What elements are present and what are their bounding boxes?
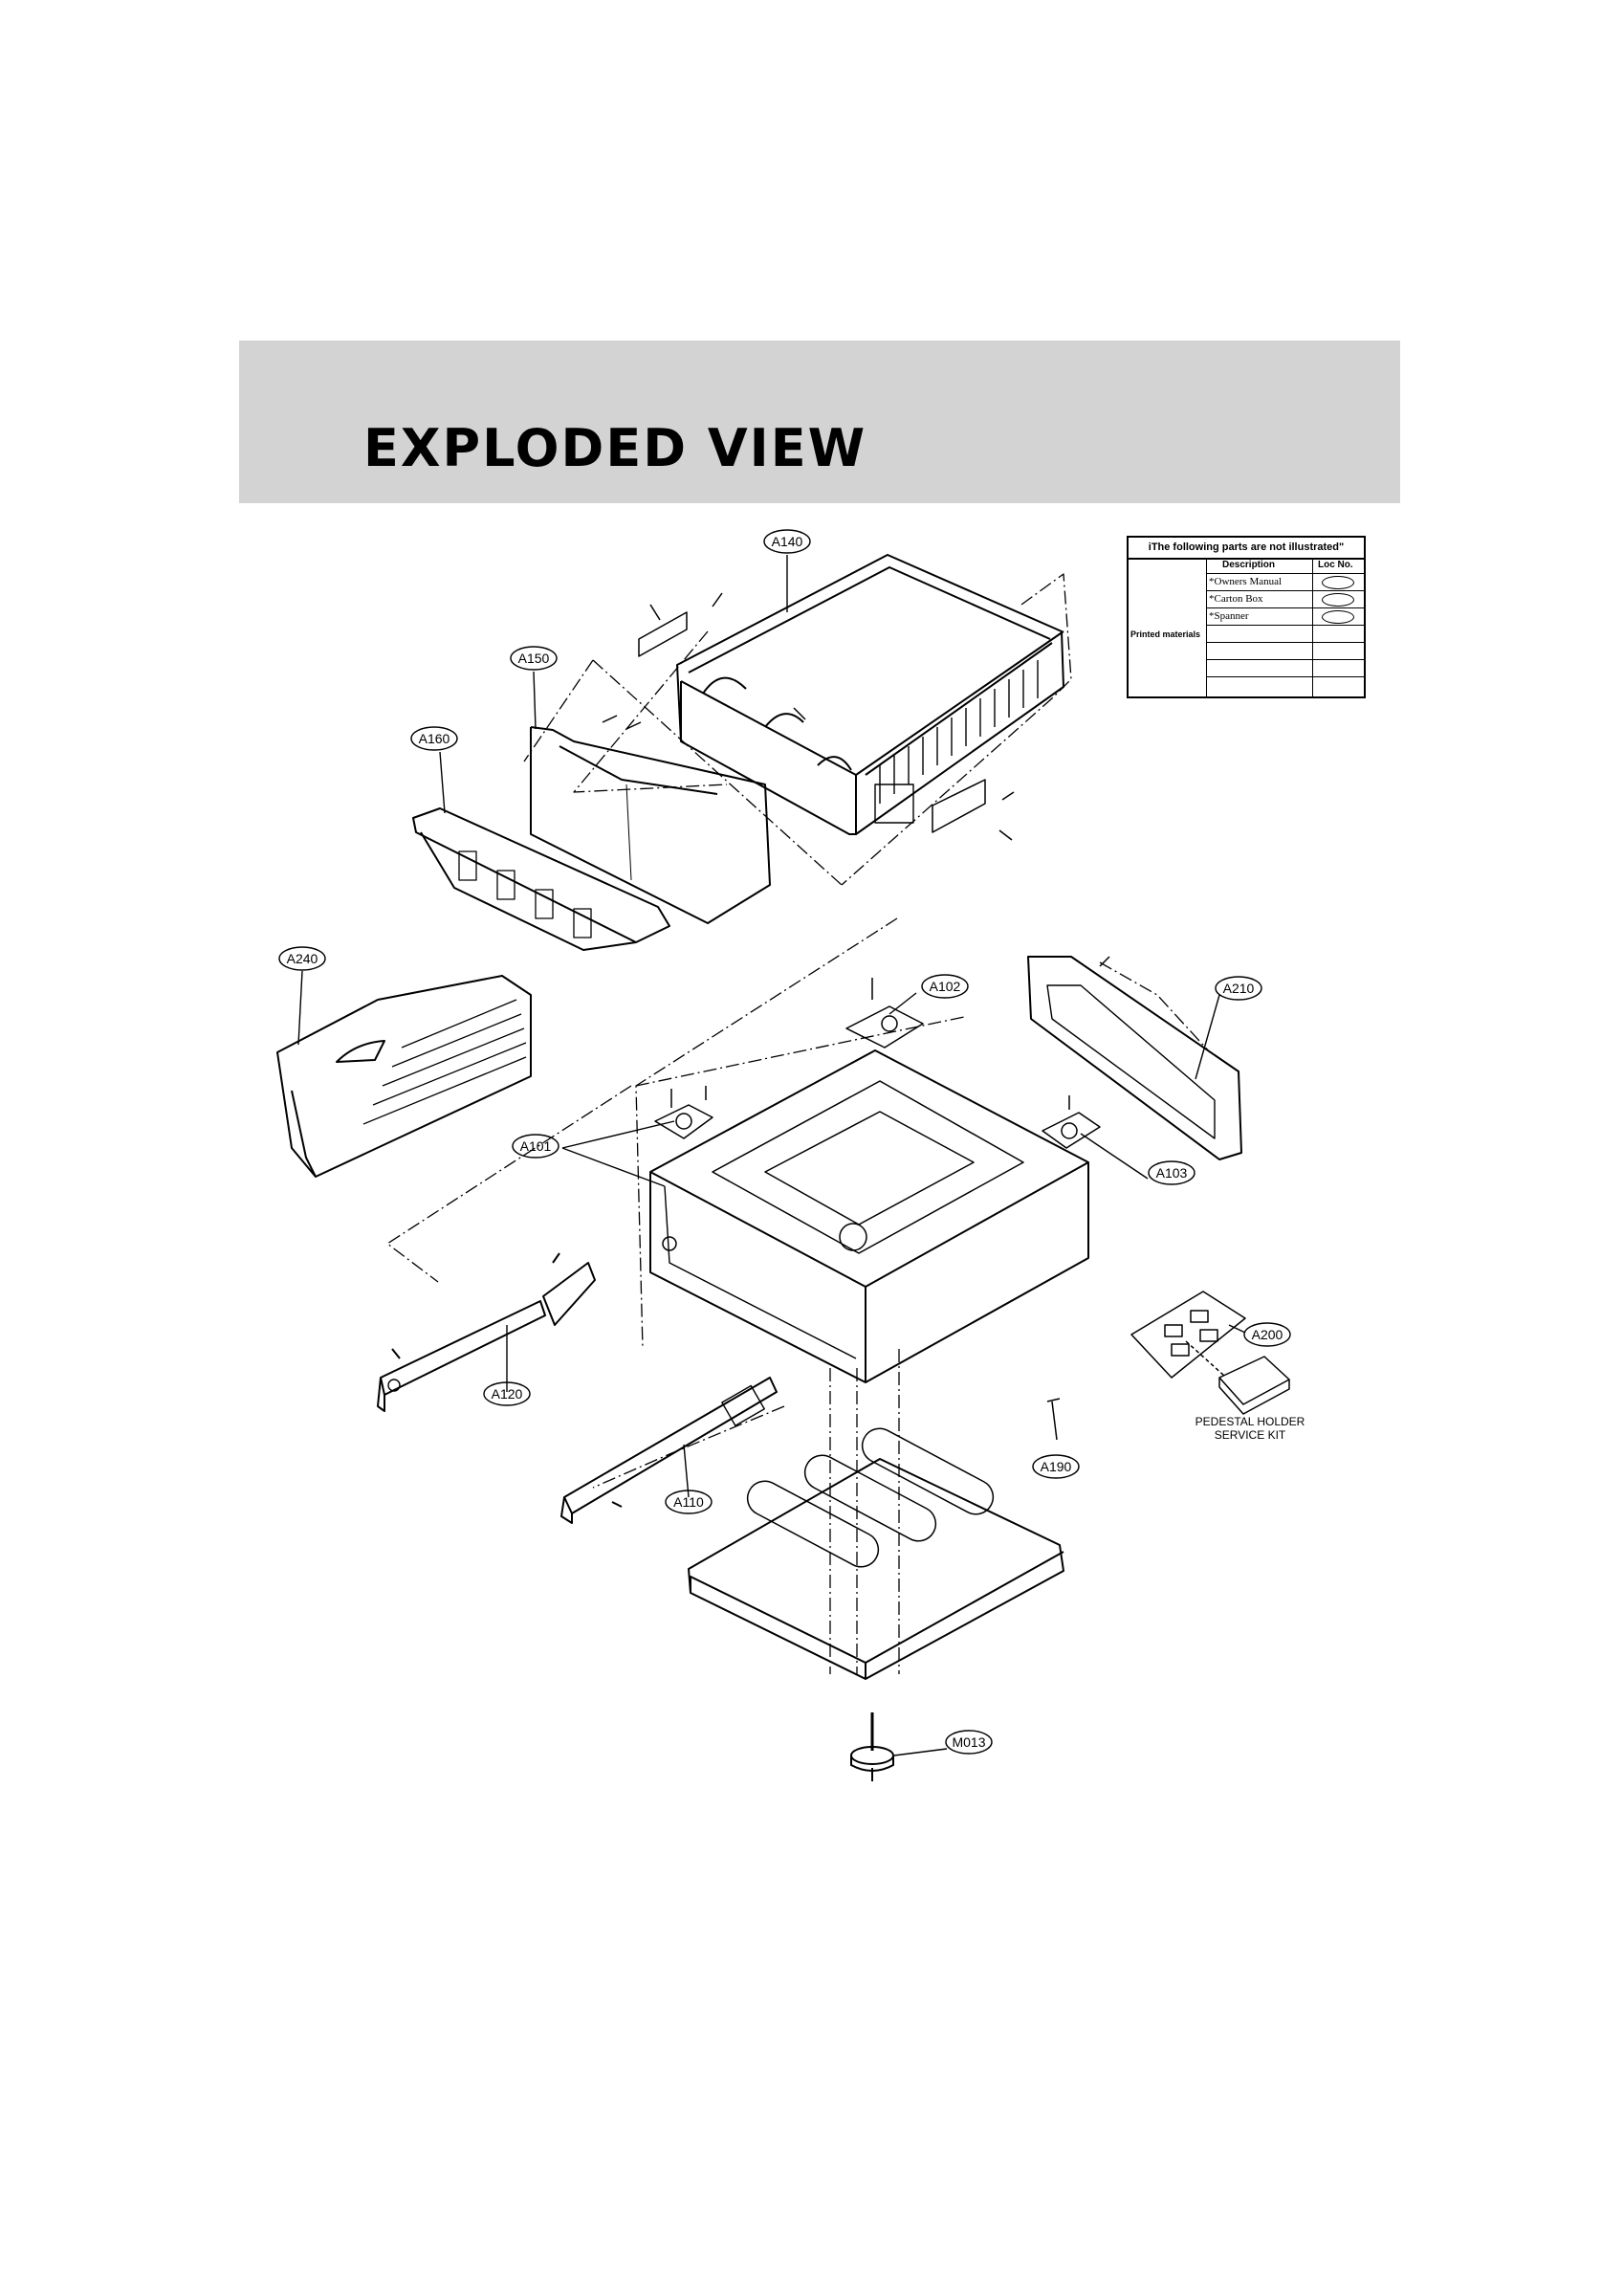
screw-a190 [1046,1398,1061,1441]
mounting-brackets [654,956,1110,1149]
side-cover-a240 [276,975,532,1178]
table-divider [1206,573,1366,574]
table-divider [1312,558,1313,698]
table-header-loc: Loc No. [1318,560,1353,570]
callout-a210: A210 [1223,981,1255,996]
callout-a120: A120 [492,1386,523,1402]
table-divider [1206,558,1207,698]
table-divider [1206,607,1366,608]
callout-ovals [278,529,1291,1755]
callout-a190: A190 [1041,1459,1072,1474]
page-title: EXPLODED VIEW [363,418,867,478]
rear-plate-a210 [1027,956,1242,1160]
assembly-guide-lines [386,573,1211,1674]
callout-a103: A103 [1156,1165,1188,1181]
table-divider [1206,659,1366,660]
front-cover-a160 [412,807,670,951]
callout-a200: A200 [1252,1327,1283,1342]
leader-lines [297,555,1246,1756]
table-divider [1206,590,1366,591]
service-kit-a200 [1130,1291,1290,1415]
callout-a110: A110 [673,1494,704,1510]
kit-label-line2: SERVICE KIT [1215,1428,1286,1442]
main-housing [649,1049,1089,1383]
table-row-description: *Owners Manual [1209,576,1283,587]
leveling-foot-m013 [850,1712,894,1781]
table-title: iThe following parts are not illustrated… [1129,538,1364,560]
slide-rail-a110 [560,1377,778,1524]
callout-a240: A240 [287,951,318,966]
table-row-description: *Spanner [1209,610,1249,622]
callout-m013: M013 [952,1734,985,1750]
kit-label-line1: PEDESTAL HOLDER [1195,1415,1305,1428]
table-side-label: Printed materials [1130,629,1201,639]
panel-a150 [530,726,771,924]
table-header-description: Description [1222,560,1276,570]
callout-a102: A102 [930,979,961,994]
table-divider [1206,642,1366,643]
tray-bracket [602,592,1015,841]
header-band [239,341,1400,503]
not-illustrated-table: iThe following parts are not illustrated… [1127,536,1366,698]
callout-a160: A160 [419,731,450,746]
table-row-description: *Carton Box [1209,593,1263,605]
callout-a150: A150 [518,651,550,666]
loc-oval [1322,610,1354,624]
table-divider [1206,676,1366,677]
callout-a140: A140 [772,534,803,549]
table-divider [1206,625,1366,626]
loc-oval [1322,576,1354,589]
loc-oval [1322,593,1354,607]
base-plate [688,1427,1064,1680]
tray-a140 [676,554,1064,835]
callout-a101: A101 [520,1138,552,1154]
slide-rail-a120 [377,1252,596,1412]
